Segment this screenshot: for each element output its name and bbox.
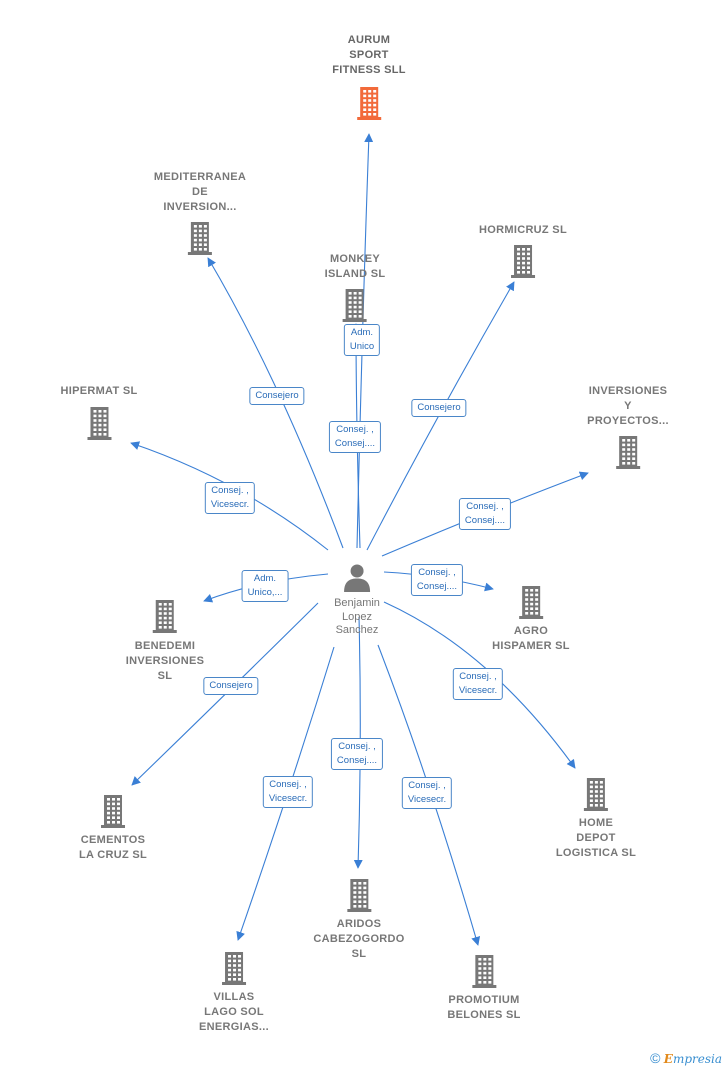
footer-brand: © Empresia [650,1050,722,1066]
person-name: Benjamin Lopez Sanchez [334,597,380,636]
building-icon [471,955,496,988]
company-name: MONKEY ISLAND SL [324,253,386,280]
building-icon [583,778,608,811]
company-node-home[interactable]: HOME DEPOT LOGISTICA SL [556,776,636,861]
company-node-aridos[interactable]: ARIDOS CABEZOGORDO SL [313,877,404,962]
company-node-mediterranea[interactable]: MEDITERRANEA DE INVERSION... [154,170,246,256]
building-icon [153,600,177,633]
company-node-hormicruz[interactable]: HORMICRUZ SL [479,223,567,279]
company-name: MEDITERRANEA DE INVERSION... [153,171,247,213]
company-name: INVERSIONES Y PROYECTOS... [587,385,669,427]
company-name: AGRO HISPAMER SL [492,625,570,652]
edge-label-villas[interactable]: Consej. , Vicesecr. [262,776,314,808]
edge-home [383,601,576,769]
building-icon [518,586,543,619]
edge-label-benedemi[interactable]: Adm. Unico,... [241,570,289,602]
edge-label-aridos[interactable]: Consej. , Consej.... [330,738,384,770]
building-icon [357,87,381,120]
company-name: BENEDEMI INVERSIONES SL [125,640,205,682]
company-node-inversiones[interactable]: INVERSIONES Y PROYECTOS... [587,384,669,470]
building-icon [188,222,212,255]
building-icon [100,795,125,828]
person-icon [343,564,370,592]
company-node-promotium[interactable]: PROMOTIUM BELONES SL [447,953,520,1023]
company-name: PROMOTIUM BELONES SL [447,994,521,1021]
company-name: HOME DEPOT LOGISTICA SL [555,817,637,859]
edge-label-hormicruz[interactable]: Consejero [411,399,467,417]
brand-initial: E [663,1052,673,1066]
edge-label-hipermat[interactable]: Consej. , Vicesecr. [204,482,256,514]
copyright-icon: © [650,1050,661,1066]
edge-label-inversiones[interactable]: Consej. , Consej.... [458,498,512,530]
edge-label-monkey[interactable]: Consej. , Consej.... [328,421,382,453]
company-name: AURUM SPORT FITNESS SLL [332,34,406,76]
edge-label-home[interactable]: Consej. , Vicesecr. [452,668,504,700]
brand-name: mpresia [672,1052,722,1066]
company-node-aurum[interactable]: AURUM SPORT FITNESS SLL [332,33,406,121]
company-name: HIPERMAT SL [60,385,138,397]
building-icon [342,289,367,322]
edge-label-cementos[interactable]: Consejero [203,677,259,695]
company-name: CEMENTOS LA CRUZ SL [79,834,147,861]
company-node-monkey[interactable]: MONKEY ISLAND SL [325,252,386,323]
edge-label-promotium[interactable]: Consej. , Vicesecr. [401,777,453,809]
company-name: VILLAS LAGO SOL ENERGIAS... [199,991,269,1033]
edge-label-mediterranea[interactable]: Consejero [249,387,305,405]
company-node-benedemi[interactable]: BENEDEMI INVERSIONES SL [126,598,205,684]
building-icon [615,436,640,469]
company-node-villas[interactable]: VILLAS LAGO SOL ENERGIAS... [199,950,269,1035]
edge-label-aurum[interactable]: Adm. Unico [343,324,381,356]
company-node-agro[interactable]: AGRO HISPAMER SL [492,584,570,654]
company-name: ARIDOS CABEZOGORDO SL [313,918,405,960]
building-icon [86,407,111,440]
company-name: HORMICRUZ SL [479,224,567,236]
center-person[interactable]: Benjamin Lopez Sanchez [334,562,380,638]
building-icon [222,952,246,985]
edge-label-agro[interactable]: Consej. , Consej.... [410,564,464,596]
company-node-hipermat[interactable]: HIPERMAT SL [60,384,137,441]
building-icon [511,245,535,278]
company-node-cementos[interactable]: CEMENTOS LA CRUZ SL [79,793,147,863]
building-icon [347,879,371,912]
